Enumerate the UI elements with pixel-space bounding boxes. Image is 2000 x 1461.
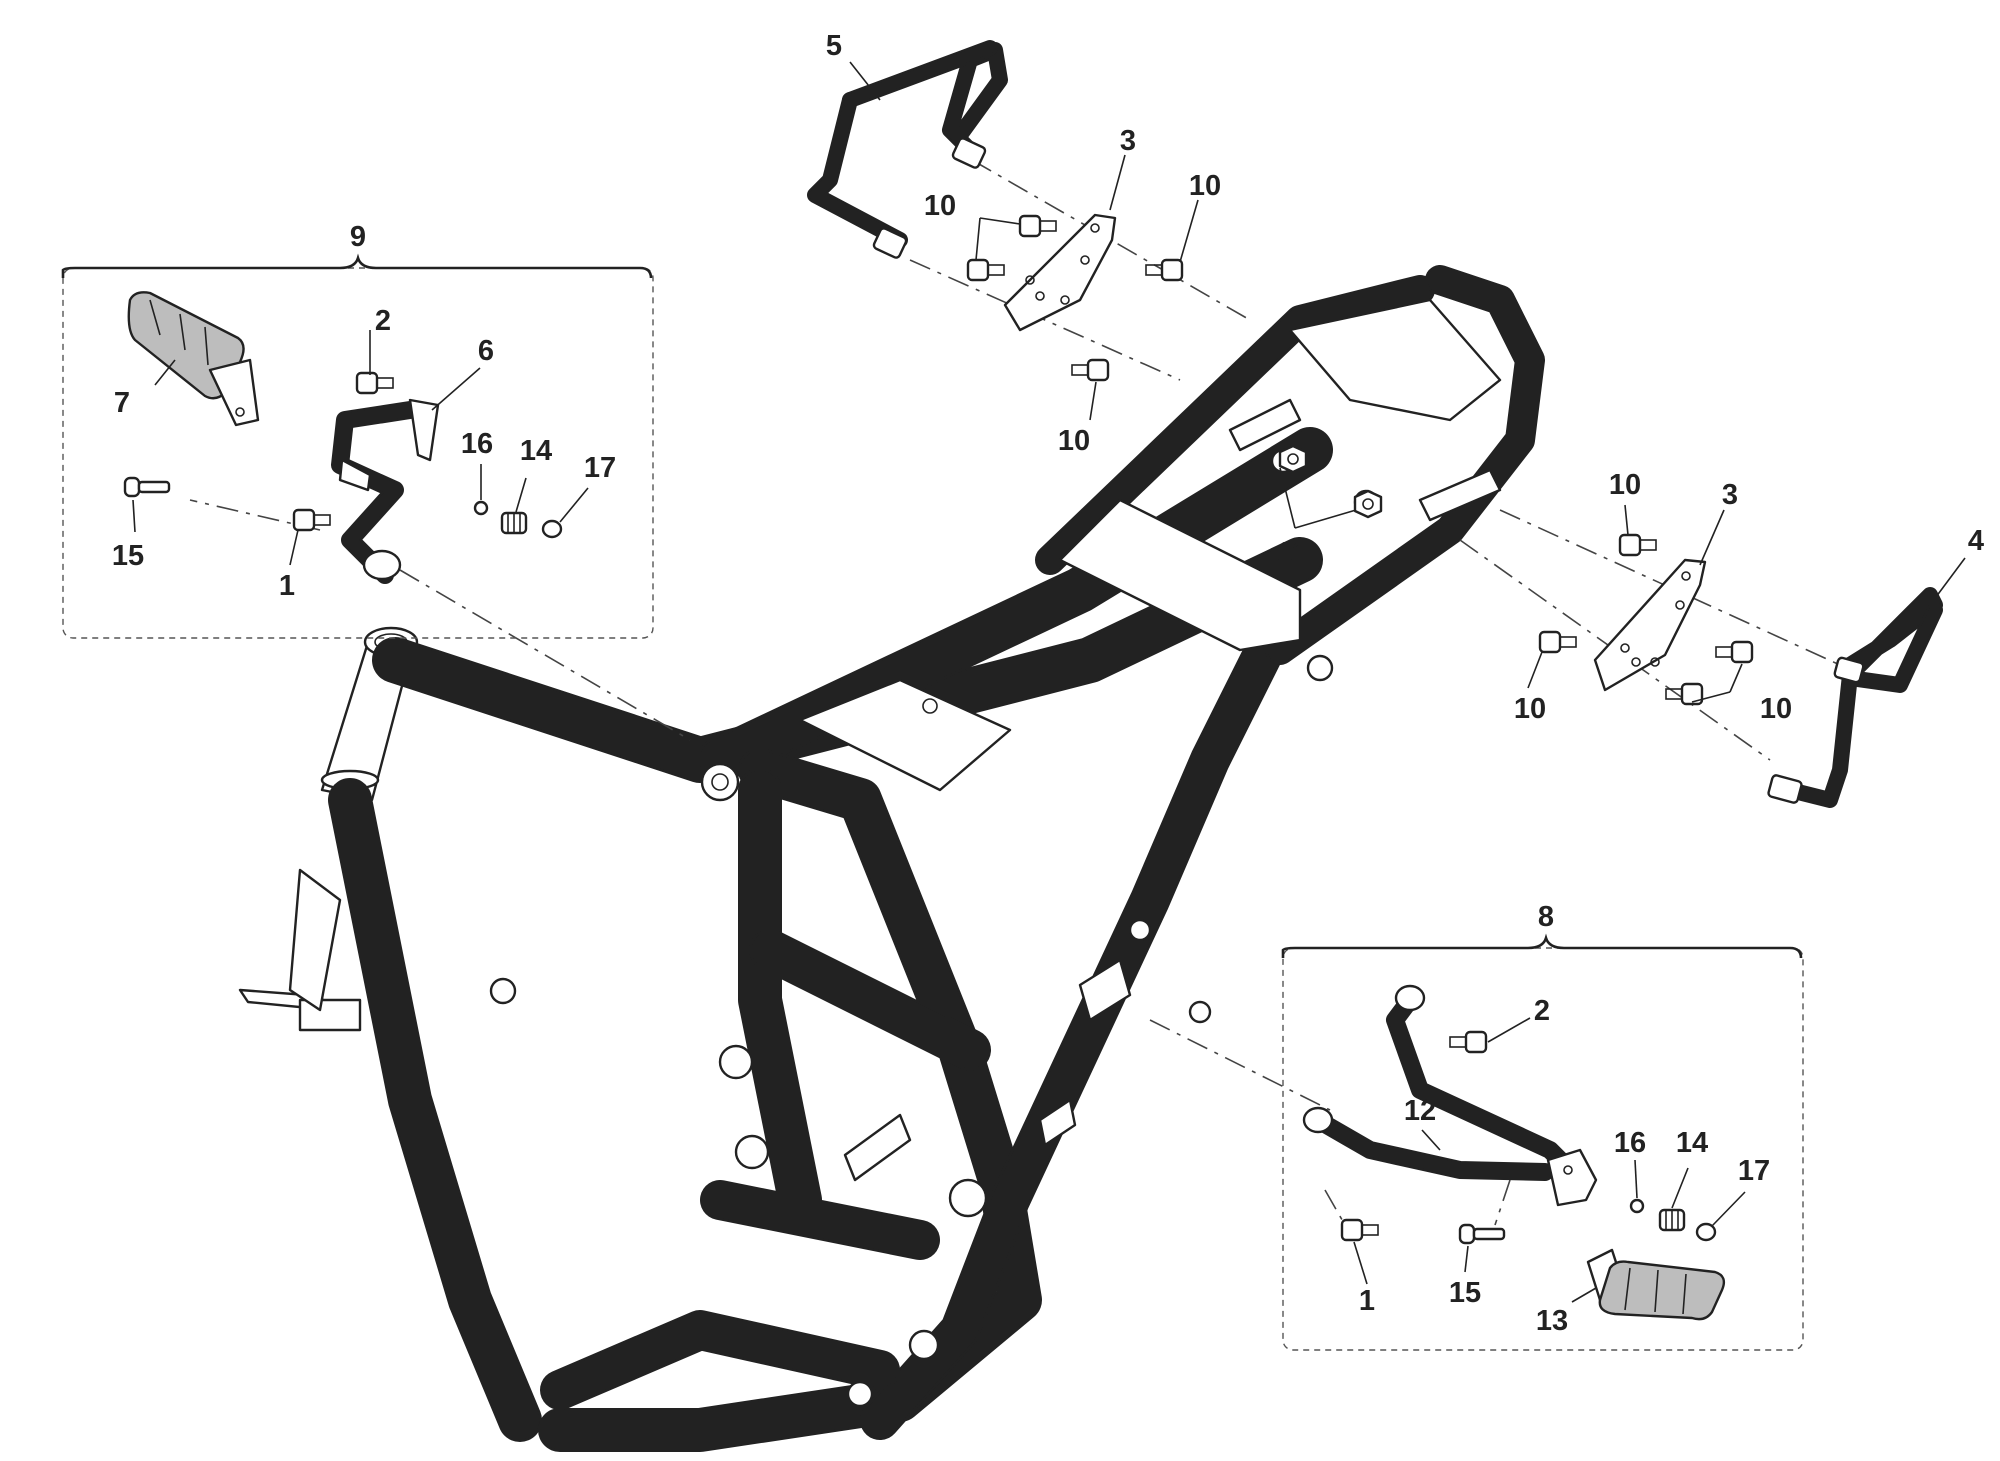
callout-13: 13 [1536, 1305, 1568, 1337]
group-9-box [61, 253, 654, 639]
bolt-icon [1018, 214, 1057, 238]
bolt-icon [1449, 1030, 1488, 1054]
footpeg-right [1586, 1248, 1726, 1321]
bolt-icon [1715, 640, 1754, 664]
callout-10-upper-right: 10 [1189, 170, 1221, 202]
grab-handle-right [1767, 587, 1943, 808]
callout-2-left: 2 [375, 305, 391, 337]
bolt-icon [1665, 682, 1704, 706]
bolt-icon [1538, 630, 1577, 654]
clip-icon [1695, 1222, 1717, 1242]
bolt-icon [1145, 258, 1184, 282]
pin-icon [1458, 1223, 1506, 1245]
callout-10-upper-bottom: 10 [1058, 425, 1090, 457]
callout-4: 4 [1968, 525, 1984, 557]
footpeg-left [127, 291, 260, 427]
callout-10-right-bottom: 10 [1760, 693, 1792, 725]
callout-14-right: 14 [1676, 1127, 1708, 1159]
mounting-plate-right [1593, 558, 1707, 692]
callout-15-left: 15 [112, 540, 144, 572]
callout-5: 5 [826, 30, 842, 62]
ball-icon [1629, 1198, 1645, 1214]
bolts-right-group [1538, 533, 1754, 706]
callout-labels: 5 3 10 10 10 9 2 6 7 16 14 17 15 1 11 10… [112, 30, 1984, 1337]
bolts-upper-group [966, 214, 1184, 382]
bolt-icon [292, 508, 331, 532]
callout-3-right: 3 [1722, 479, 1738, 511]
callout-16-right: 16 [1614, 1127, 1646, 1159]
motorcycle-frame [238, 265, 1545, 1452]
bolt-icon [1340, 1218, 1379, 1242]
callout-1-right: 1 [1359, 1285, 1375, 1317]
footpeg-bracket-left [331, 398, 440, 584]
callout-16-left: 16 [461, 428, 493, 460]
callout-14-left: 14 [520, 435, 552, 467]
group-8-fasteners [1340, 1030, 1717, 1245]
callout-17-left: 17 [584, 452, 616, 484]
callout-8: 8 [1538, 901, 1554, 933]
callout-2-right: 2 [1534, 995, 1550, 1027]
footpeg-bracket-right [1302, 984, 1598, 1207]
alignment-lines [189, 159, 1841, 1226]
clip-icon [541, 519, 563, 539]
spring-icon [1658, 1208, 1686, 1232]
callout-10-right-left: 10 [1514, 693, 1546, 725]
callout-3-upper: 3 [1120, 125, 1136, 157]
callout-7: 7 [114, 387, 130, 419]
callout-11: 11 [1277, 537, 1308, 569]
callout-10-right-top: 10 [1609, 469, 1641, 501]
bolt-icon [966, 258, 1005, 282]
callout-1-left: 1 [279, 570, 295, 602]
mounting-plate-upper [1003, 213, 1117, 332]
group-8-box [1281, 933, 1804, 1351]
ball-icon [473, 500, 489, 516]
callout-10-upper-left: 10 [924, 190, 956, 222]
callout-15-right: 15 [1449, 1277, 1481, 1309]
bolt-icon [1071, 358, 1110, 382]
callout-12: 12 [1404, 1095, 1436, 1127]
callout-9: 9 [350, 221, 366, 253]
group-9-fasteners [123, 371, 563, 539]
pin-icon [123, 476, 171, 498]
callout-6: 6 [478, 335, 494, 367]
callout-17-right: 17 [1738, 1155, 1770, 1187]
spring-icon [500, 511, 528, 535]
callout-leaders [132, 61, 1966, 1303]
bolt-icon [355, 371, 394, 395]
bolt-icon [1618, 533, 1657, 557]
grab-handle-left [807, 40, 1008, 259]
